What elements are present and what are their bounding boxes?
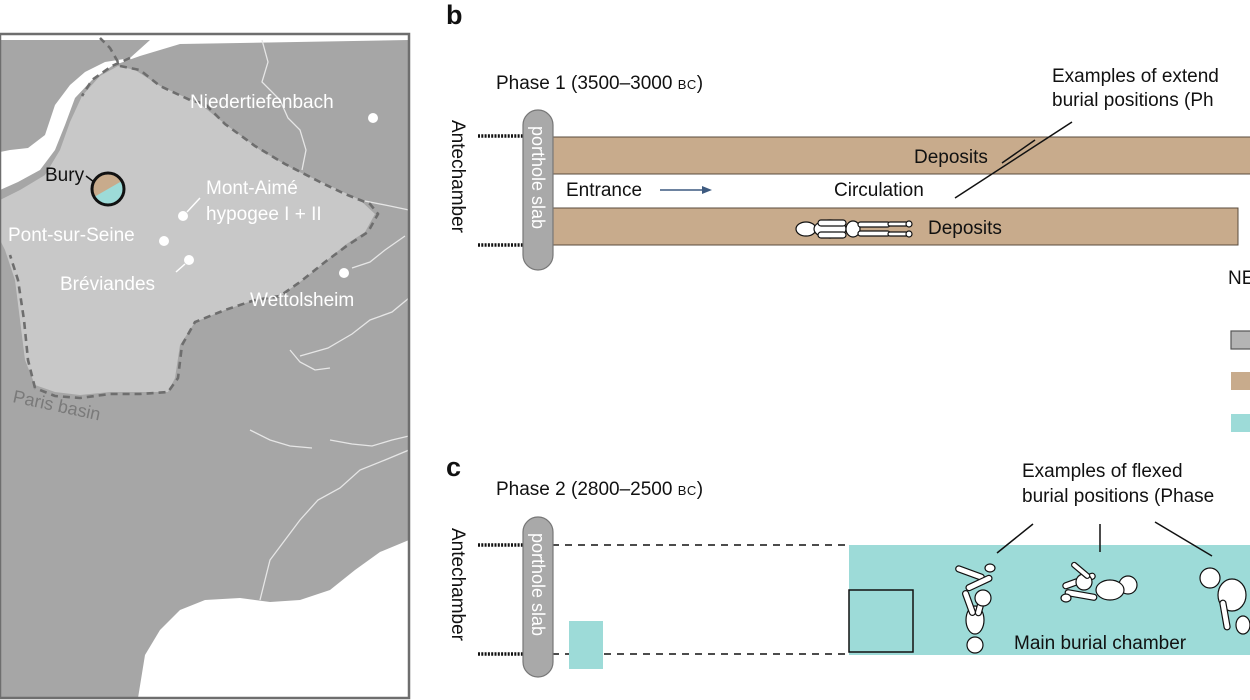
panel-b-ne-label: NE bbox=[1228, 268, 1250, 289]
panel-b-porthole-slab bbox=[522, 109, 554, 271]
site-label-pont-sur-seine: Pont-sur-Seine bbox=[8, 225, 135, 246]
panel-b-leader-line-2 bbox=[1001, 139, 1036, 164]
panel-b-deposits-top bbox=[546, 136, 1250, 175]
map-panel: Paris basin Niedertiefenbach Mont-Aimé h… bbox=[0, 34, 409, 698]
site-dot-breviandes bbox=[184, 255, 194, 265]
panel-b-examples-line2: burial positions (Ph bbox=[1052, 90, 1214, 111]
paris-basin-boundary bbox=[34, 56, 380, 400]
map-frame bbox=[0, 32, 411, 700]
panel-b-phase-title: Phase 1 (3500–3000 BC) bbox=[496, 73, 703, 94]
map-country-borders bbox=[249, 39, 409, 601]
panel-b-letter: b bbox=[446, 0, 463, 30]
panel-b-wall-ticks bbox=[478, 134, 526, 247]
flexed-burial-skeleton-icon-1 bbox=[955, 563, 996, 654]
panel-b-entrance-arrow bbox=[660, 186, 712, 194]
main-burial-chamber bbox=[849, 545, 1250, 655]
site-dot-mont-aime bbox=[178, 211, 188, 221]
legend-swatch-deposits bbox=[1231, 372, 1250, 390]
panel-c-antechamber: Antechamber bbox=[447, 528, 468, 642]
panel-b-slab-label: porthole slab bbox=[528, 126, 548, 229]
site-label-mont-aime-1: Mont-Aimé bbox=[206, 178, 298, 199]
site-dot-pont-sur-seine bbox=[159, 236, 169, 246]
panel-c: c Phase 2 (2800–2500 BC) Antechamber por… bbox=[446, 452, 1250, 678]
main-burial-chamber-label: Main burial chamber bbox=[1014, 633, 1187, 654]
panel-c-chamber-square bbox=[848, 589, 914, 653]
flexed-burial-skeleton-icon-2 bbox=[1060, 561, 1138, 603]
site-dot-niedertiefenbach bbox=[368, 113, 378, 123]
site-label-mont-aime-2: hypogee I + II bbox=[206, 204, 322, 225]
panel-b-leader-line-1 bbox=[954, 121, 1073, 199]
panel-c-leader-lines bbox=[996, 521, 1213, 557]
panel-c-wall-ticks bbox=[478, 543, 526, 656]
site-dot-wettolsheim bbox=[339, 268, 349, 278]
legend-swatch-teal bbox=[1231, 414, 1250, 432]
panel-c-porthole-slab bbox=[522, 516, 554, 678]
site-label-breviandes: Bréviandes bbox=[60, 274, 155, 295]
site-label-niedertiefenbach: Niedertiefenbach bbox=[190, 92, 334, 113]
panel-c-examples-line2: burial positions (Phase bbox=[1022, 486, 1214, 507]
legend-swatch-grey bbox=[1230, 330, 1250, 350]
bury-label: Bury bbox=[45, 165, 85, 186]
panel-b-circulation-label: Circulation bbox=[834, 180, 924, 201]
flexed-burial-skeleton-icon-3 bbox=[1199, 567, 1250, 635]
bury-site-marker bbox=[90, 171, 126, 207]
panel-b-entrance-label: Entrance bbox=[566, 180, 642, 201]
panel-c-letter: c bbox=[446, 452, 461, 482]
map-france bbox=[0, 66, 375, 395]
panel-b-examples-line1: Examples of extend bbox=[1052, 66, 1219, 87]
extended-burial-skeleton-icon bbox=[795, 219, 913, 239]
panel-b-deposits-bottom-label: Deposits bbox=[928, 218, 1002, 239]
panel-c-phase-title: Phase 2 (2800–2500 BC) bbox=[496, 479, 703, 500]
panel-c-slab-label: porthole slab bbox=[528, 533, 548, 636]
panel-c-dashed-outline bbox=[552, 544, 850, 655]
panel-b: b Phase 1 (3500–3000 BC) Antechamber Dep… bbox=[446, 0, 1250, 432]
panel-b-deposits-top-label: Deposits bbox=[914, 147, 988, 168]
panel-c-examples-line1: Examples of flexed bbox=[1022, 461, 1183, 482]
panel-c-small-teal-block bbox=[569, 621, 603, 669]
site-label-wettolsheim: Wettolsheim bbox=[250, 290, 354, 311]
panel-b-antechamber: Antechamber bbox=[447, 120, 468, 234]
